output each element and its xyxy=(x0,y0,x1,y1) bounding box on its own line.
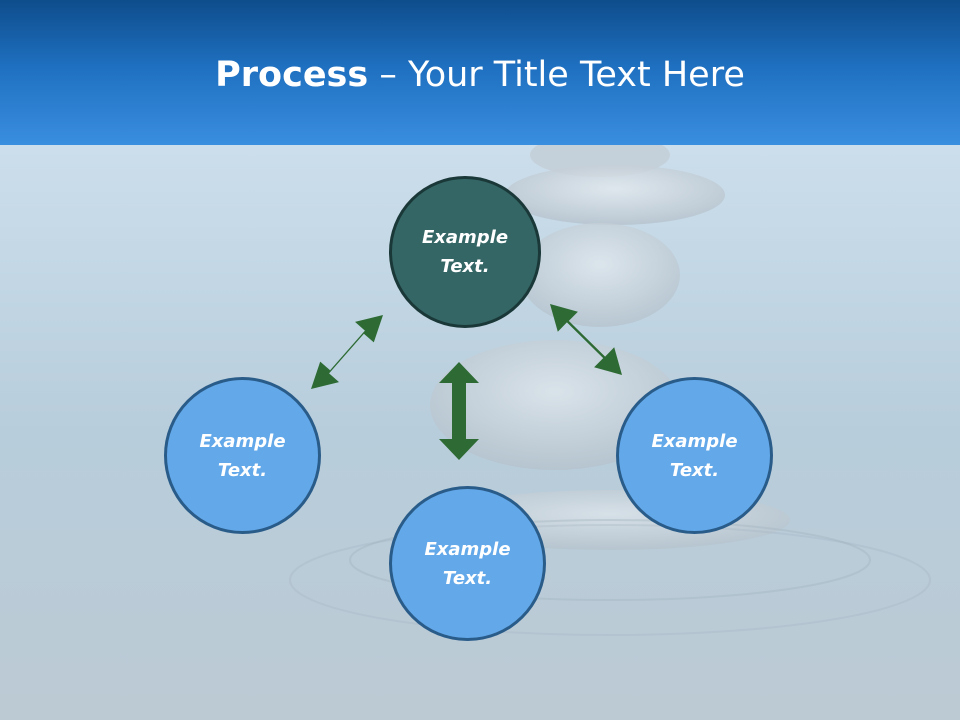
title-bar: Process – Your Title Text Here xyxy=(0,0,960,145)
double-arrow-top-left xyxy=(311,315,383,389)
node-bottom-text: Example Text. xyxy=(424,538,511,589)
node-left: Example Text. xyxy=(164,377,321,534)
slide-title-rest: – Your Title Text Here xyxy=(368,55,745,95)
node-left-text: Example Text. xyxy=(199,430,286,481)
node-bottom: Example Text. xyxy=(389,486,546,641)
node-right: Example Text. xyxy=(616,377,773,534)
slide-title-bold: Process xyxy=(215,55,369,95)
slide-title: Process – Your Title Text Here xyxy=(0,52,960,98)
node-top-text: Example Text. xyxy=(421,227,509,277)
node-top: Example Text. xyxy=(389,176,541,328)
double-arrow-top-right xyxy=(550,304,622,375)
node-right-text: Example Text. xyxy=(651,430,738,481)
double-arrow-center-vertical xyxy=(439,362,479,460)
